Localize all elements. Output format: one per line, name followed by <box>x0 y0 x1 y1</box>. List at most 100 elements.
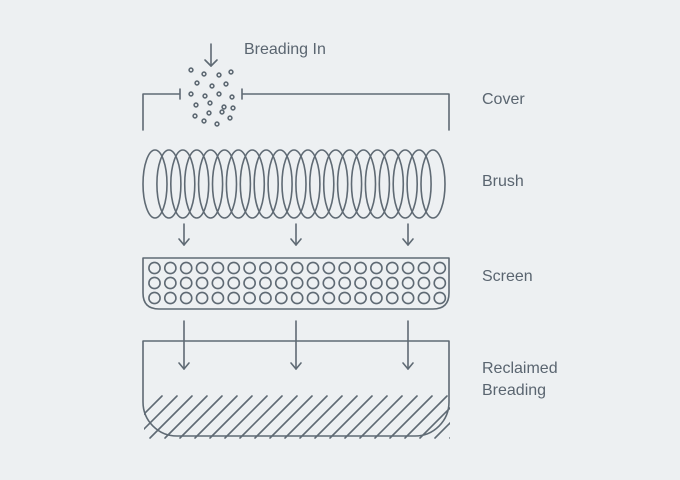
hatch-line <box>389 395 433 439</box>
screen-hole <box>322 261 336 275</box>
screen-hole <box>385 276 399 290</box>
breading-particle <box>188 91 194 97</box>
screen-hole <box>338 261 352 275</box>
screen-hole <box>417 291 431 305</box>
breading-particle <box>193 102 199 108</box>
screen-hole <box>385 261 399 275</box>
breading-particle <box>206 110 212 116</box>
brush-coil <box>225 149 252 219</box>
breading-particle <box>223 81 229 87</box>
screen-hole <box>179 276 193 290</box>
screen-hole <box>401 291 415 305</box>
screen-hole <box>163 276 177 290</box>
screen-hole <box>195 261 209 275</box>
hatch-line <box>239 395 283 439</box>
brush-coil <box>211 149 238 219</box>
screen-hole <box>163 261 177 275</box>
arrows-brush-to-screen <box>178 223 414 246</box>
screen-hole <box>243 261 256 275</box>
hatch-line <box>179 395 223 439</box>
label-reclaimed-breading: Reclaimed Breading <box>482 358 558 402</box>
screen-hole <box>306 291 320 305</box>
down-arrow-head <box>178 238 190 246</box>
screen-hole <box>195 276 209 290</box>
hatch-line <box>144 395 178 431</box>
screen-hole <box>195 291 209 305</box>
screen-hole <box>338 276 352 290</box>
screen-hole <box>417 261 431 275</box>
breading-particle <box>229 94 235 100</box>
screen-hole <box>354 276 367 290</box>
hatch-line <box>194 395 238 439</box>
screen-hole <box>306 261 320 275</box>
screen-hole <box>243 276 256 290</box>
reclaimed-breading-hatch <box>144 395 507 439</box>
breading-particle <box>188 67 194 73</box>
screen-hole <box>385 291 399 305</box>
screen-hole <box>401 276 415 290</box>
label-reclaimed-line2: Breading <box>482 382 547 399</box>
inlet-arrow <box>204 43 218 67</box>
hatch-line <box>359 395 403 439</box>
screen-hole <box>274 276 288 290</box>
reclaimed-bin-outline <box>142 340 450 437</box>
label-breading-in: Breading In <box>244 41 326 58</box>
screen-hole <box>227 261 241 275</box>
screen-hole <box>179 291 193 305</box>
brush-coil <box>170 149 196 219</box>
brush-coil <box>267 149 293 219</box>
screen-hole <box>259 291 272 305</box>
screen-outline <box>142 257 450 310</box>
brush-coil <box>239 149 266 219</box>
breading-particle <box>221 104 227 110</box>
screen-hole <box>290 291 304 305</box>
screen-hole <box>369 276 383 290</box>
arrows-screen-to-bin <box>178 320 414 370</box>
down-arrow-head <box>402 238 414 246</box>
screen-hole <box>354 261 367 275</box>
brush-coil <box>322 149 349 219</box>
brush-coils <box>142 149 446 219</box>
screen-hole <box>211 276 225 290</box>
breading-particle <box>202 93 208 99</box>
hatch-line <box>269 395 313 439</box>
brush-coil <box>183 149 210 219</box>
screen-hole <box>163 291 177 305</box>
screen-hole <box>369 291 383 305</box>
hatch-line <box>209 395 253 439</box>
brush-coil <box>295 149 321 219</box>
screen-hole <box>338 291 352 305</box>
hatch-line <box>419 406 450 439</box>
cover-outline <box>142 88 450 131</box>
screen-hole <box>148 261 161 275</box>
screen-hole <box>179 261 193 275</box>
screen-hole <box>274 261 288 275</box>
brush-coil <box>378 149 405 219</box>
hatch-line <box>465 396 507 438</box>
breading-particle <box>214 121 220 127</box>
hatch-line <box>224 395 268 439</box>
label-brush: Brush <box>482 173 524 190</box>
screen-hole <box>433 261 447 275</box>
brush-coil <box>336 149 363 219</box>
hatch-line <box>374 395 418 439</box>
screen-hole <box>274 291 288 305</box>
screen-hole <box>259 276 272 290</box>
screen-hole <box>354 291 367 305</box>
brush-coil <box>392 149 419 219</box>
screen-hole <box>211 261 225 275</box>
label-reclaimed-line1: Reclaimed <box>482 360 558 377</box>
screen-hole <box>211 291 225 305</box>
down-arrow-head <box>290 238 302 246</box>
brush-coil <box>156 149 182 219</box>
screen-hole <box>148 276 161 290</box>
screen-hole <box>417 276 431 290</box>
down-arrow-head <box>290 362 302 370</box>
brush-coil <box>420 149 446 219</box>
hatch-line <box>329 395 373 439</box>
hatch-line <box>314 395 358 439</box>
hatch-line <box>404 395 448 439</box>
screen-hole <box>306 276 320 290</box>
